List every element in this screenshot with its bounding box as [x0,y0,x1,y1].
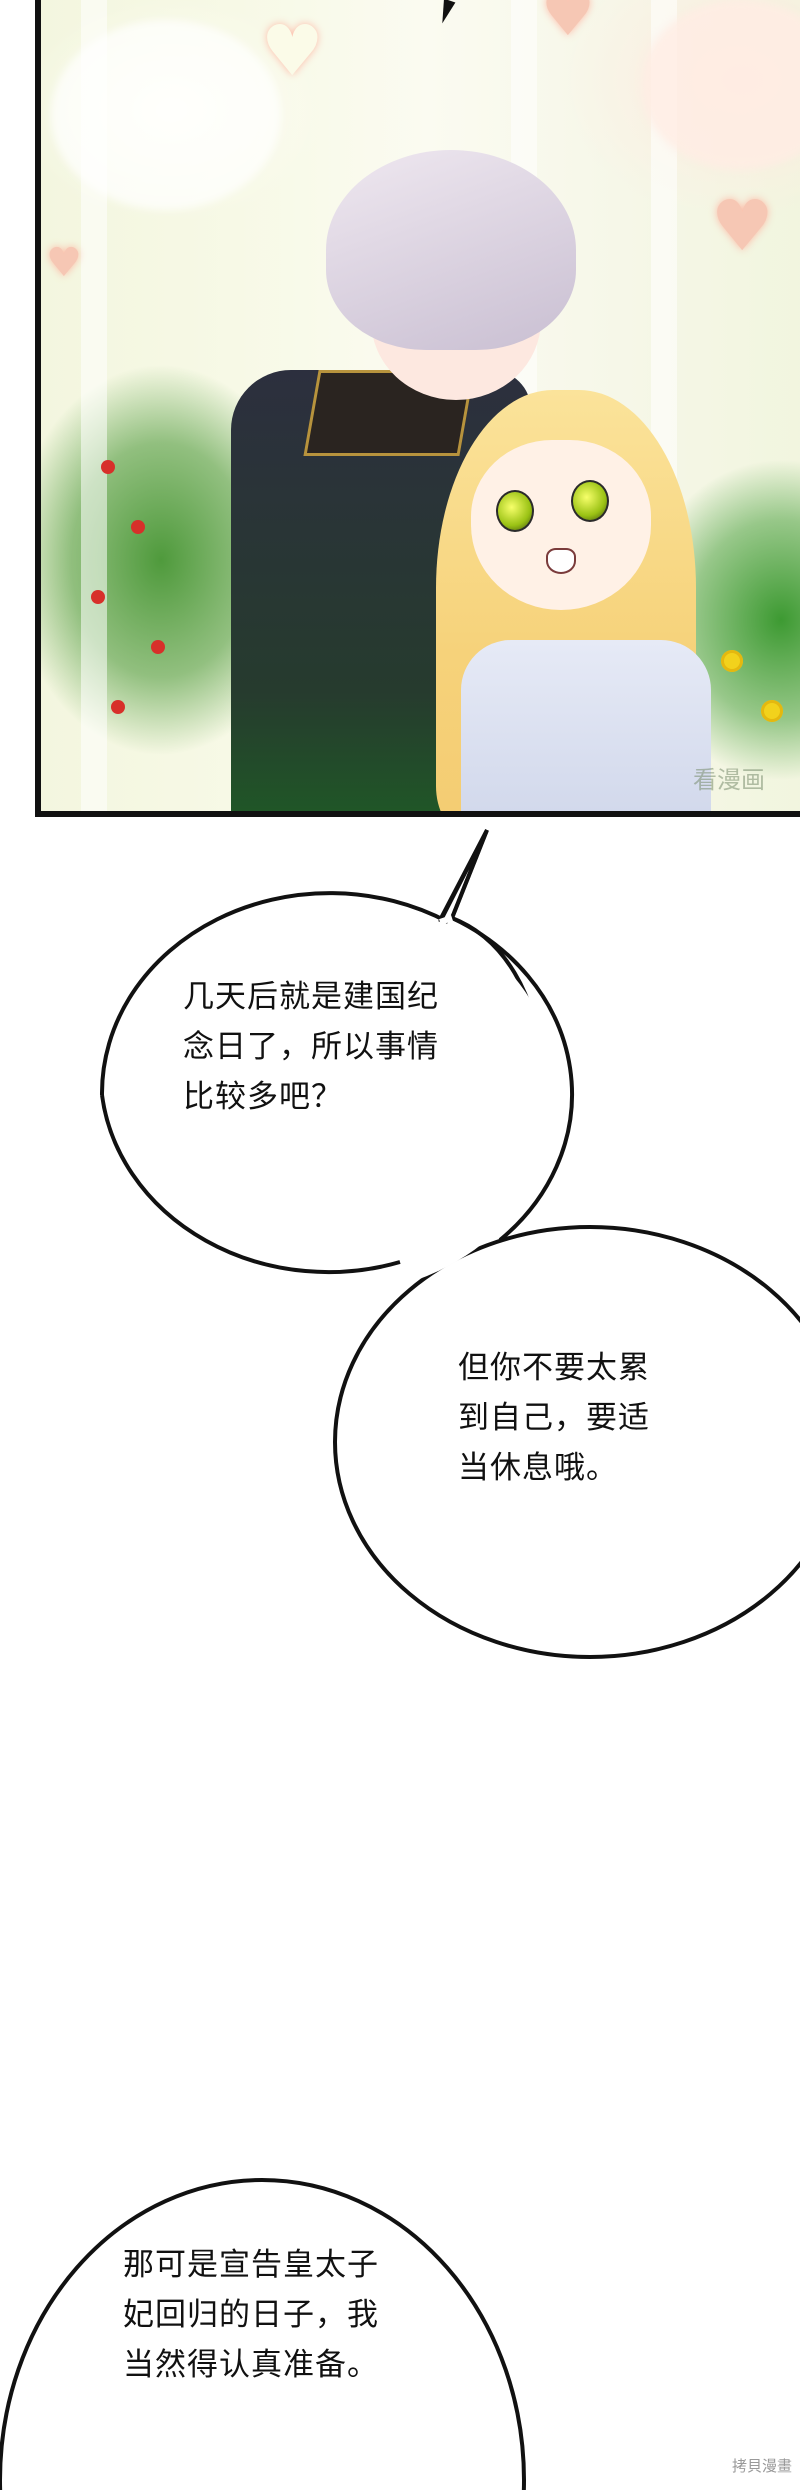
heart-icon [51,20,281,210]
rose [131,520,145,534]
speech-bubble-3 [0,2178,526,2490]
heart-icon: ♥ [46,240,82,286]
heart-icon: ♥ [711,185,774,267]
speech-bubble-2 [333,1225,800,1659]
bubble-2-text: 但你不要太累 到自己，要适 当休息哦。 [458,1343,650,1493]
eye [496,490,534,532]
comic-panel: ♥ ♥ ♥ ♥ 看漫画 [35,0,800,817]
man-hair [326,150,576,350]
yellow-flower [761,700,783,722]
text-line: 到自己，要适 [458,1400,650,1436]
footer-watermark: 拷貝漫畫 [731,2457,792,2475]
bubble-3-text: 那可是宣告皇太子 妃回归的日子，我 当然得认真准备。 [123,2240,379,2390]
rose [101,460,115,474]
rose [111,700,125,714]
heart-icon: ♥ [261,10,324,92]
rose [91,590,105,604]
text-line: 念日了，所以事情 [183,1029,439,1065]
text-line: 几天后就是建国纪 [183,979,439,1015]
heart-icon [641,0,800,170]
text-line: 当休息哦。 [458,1450,618,1486]
text-line: 那可是宣告皇太子 [123,2247,379,2283]
girl-dress [461,640,711,811]
panel-watermark: 看漫画 [693,766,765,794]
rose [151,640,165,654]
mouth [546,548,576,574]
bubble-1-text: 几天后就是建国纪 念日了，所以事情 比较多吧？ [183,972,439,1122]
heart-icon: ♥ [541,0,595,50]
eye [571,480,609,522]
text-line: 但你不要太累 [458,1350,650,1386]
text-line: 当然得认真准备。 [123,2347,379,2383]
text-line: 妃回归的日子，我 [123,2297,379,2333]
yellow-flower [721,650,743,672]
text-line: 比较多吧？ [183,1079,343,1115]
